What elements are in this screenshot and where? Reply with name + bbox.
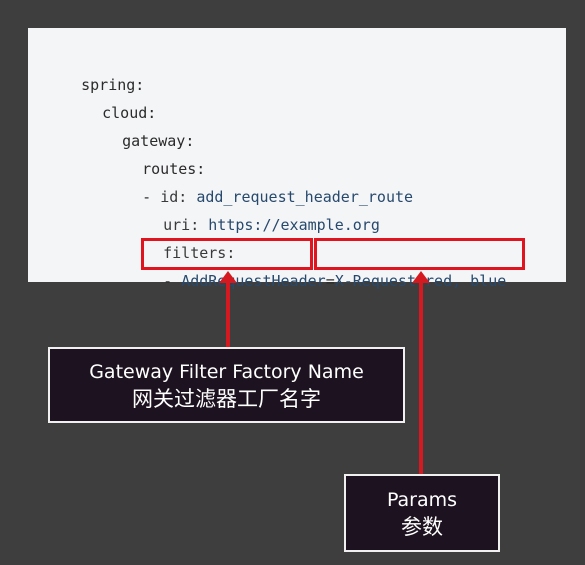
filter-name-label-zh: 网关过滤器工厂名字 xyxy=(132,387,321,411)
code-spring: spring: xyxy=(81,76,145,94)
filter-name-highlight xyxy=(141,238,313,270)
code-equals: = xyxy=(325,272,335,290)
code-gateway: gateway: xyxy=(122,132,195,150)
params-label: Params 参数 xyxy=(344,474,500,552)
params-arrow-line xyxy=(419,282,423,474)
params-label-en: Params xyxy=(386,489,458,511)
code-id-value: add_request_header_route xyxy=(196,188,414,206)
code-dash: - xyxy=(142,188,161,206)
code-uri-key: uri: xyxy=(163,216,200,234)
code-line-cloud: cloud: xyxy=(66,74,156,122)
filter-name-arrow-line xyxy=(226,282,230,348)
code-filters-key: filters: xyxy=(163,244,236,262)
filter-name-label: Gateway Filter Factory Name 网关过滤器工厂名字 xyxy=(48,347,405,423)
params-arrowhead xyxy=(412,271,430,283)
code-line-uri: uri: https://example.org xyxy=(127,186,380,234)
code-routes: routes: xyxy=(142,160,206,178)
code-line-filters: filters: xyxy=(127,214,235,262)
filter-name-label-en: Gateway Filter Factory Name xyxy=(89,361,364,383)
code-line-gateway: gateway: xyxy=(86,102,194,150)
filter-params-highlight xyxy=(314,238,525,270)
code-line-id: - id: add_request_header_route xyxy=(106,158,413,206)
code-cloud: cloud: xyxy=(102,104,157,122)
code-dash: - xyxy=(163,272,182,290)
code-line-routes: routes: xyxy=(106,130,205,178)
params-label-zh: 参数 xyxy=(401,515,443,539)
code-id-key: id: xyxy=(160,188,188,206)
code-filter-name: AddRequestHeader xyxy=(181,272,326,290)
code-uri-value: https://example.org xyxy=(208,216,380,234)
code-line-spring: spring: xyxy=(45,46,144,94)
filter-name-arrowhead xyxy=(219,271,237,283)
